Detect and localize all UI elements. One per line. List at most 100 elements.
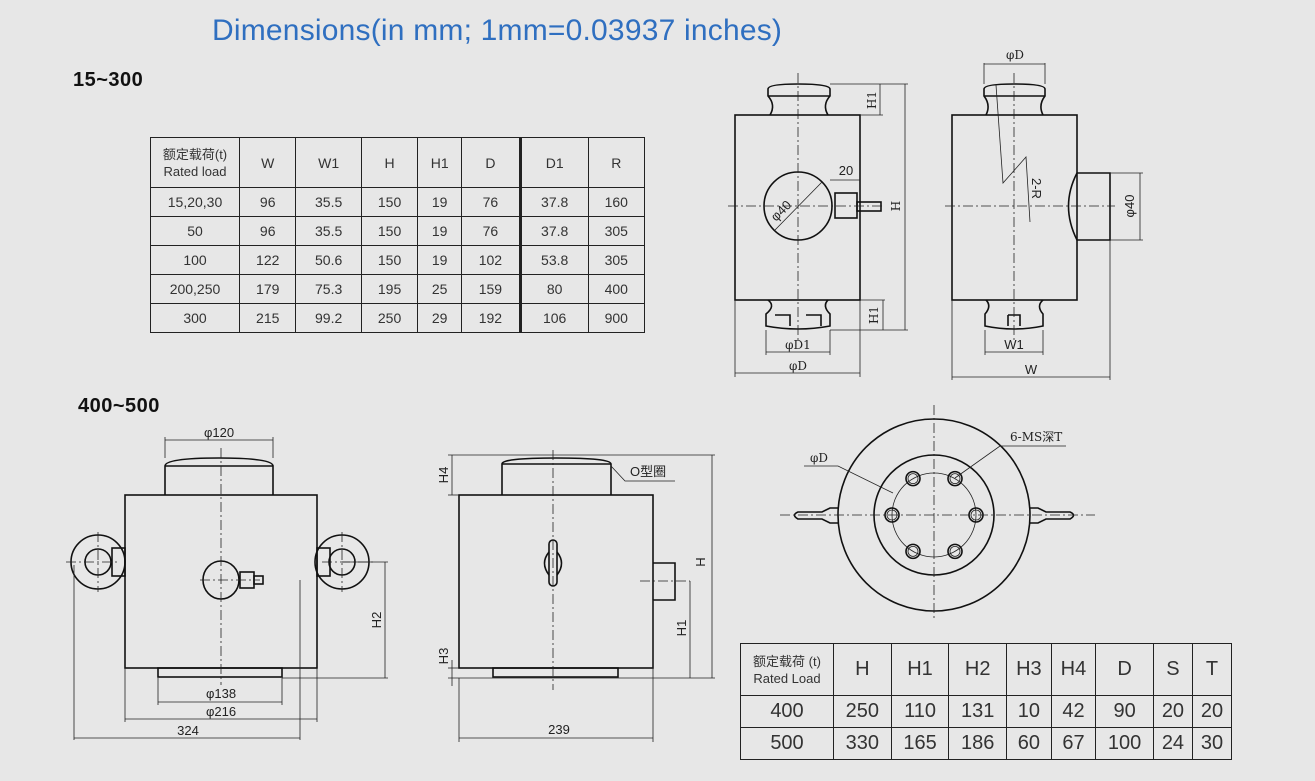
dim-239: 239: [548, 722, 570, 737]
label-holes: 6-MS深T: [1010, 430, 1062, 444]
dim-h: H: [693, 557, 708, 566]
dim-phi40: φ40: [768, 197, 795, 224]
bolt-hole: [905, 543, 921, 560]
dim-h1-bottom: H1: [867, 306, 881, 324]
value-cell: 90: [1095, 695, 1154, 728]
value-cell: 186: [948, 727, 1008, 760]
bolt-hole: [949, 473, 961, 485]
value-cell: 106: [518, 303, 589, 333]
value-cell: 35.5: [295, 187, 362, 217]
value-cell: 20: [1152, 695, 1193, 728]
dim-20: 20: [839, 163, 853, 178]
value-cell: 102: [461, 245, 521, 275]
front-view-400-500: φ120 φ138 φ216 324 H2: [66, 425, 388, 740]
dim-phi40: φ40: [1122, 195, 1137, 218]
header-cell: T: [1191, 643, 1233, 696]
rated-load-cell: 15,20,30: [150, 187, 240, 217]
dim-h1-top: H1: [865, 91, 879, 109]
header-cell: W: [238, 137, 297, 188]
label-phi-d: φD: [810, 451, 828, 465]
value-cell: 122: [238, 245, 297, 275]
value-cell: 96: [238, 216, 297, 246]
value-cell: 42: [1050, 695, 1097, 728]
value-cell: 50.6: [295, 245, 362, 275]
value-cell: 76: [461, 187, 521, 217]
dim-phi-d1: φD1: [785, 338, 811, 352]
dim-phi216: φ216: [206, 704, 236, 719]
dim-phi-d: φD: [1006, 48, 1024, 62]
header-en: Rated load: [163, 163, 227, 179]
rated-load-cell: 500: [740, 727, 834, 760]
section-heading-15-300: 15~300: [73, 69, 144, 91]
value-cell: 150: [360, 245, 419, 275]
dimensions-table-400-500: 额定载荷 (t)Rated Load H H1 H2 H3 H4 D S T 4…: [740, 643, 1233, 760]
dim-h1: H1: [674, 620, 689, 637]
table-header-row: 额定载荷(t)Rated load W W1 H H1 D D1 R: [150, 137, 646, 188]
header-cell: H1: [417, 137, 463, 188]
header-cell: H3: [1006, 643, 1052, 696]
body-outline: [458, 494, 654, 669]
value-cell: 19: [417, 187, 463, 217]
top-cap: [501, 457, 612, 495]
page-title: Dimensions(in mm; 1mm=0.03937 inches): [212, 14, 783, 47]
header-cell: H: [360, 137, 419, 188]
value-cell: 75.3: [295, 274, 362, 304]
header-cn: 额定载荷(t): [162, 146, 228, 162]
value-cell: 400: [587, 274, 646, 304]
dim-phi138: φ138: [206, 686, 236, 701]
bolt-hole: [949, 545, 961, 557]
value-cell: 30: [1191, 727, 1233, 760]
side-view-15-300: φD 2-R φ40 W1 W: [945, 48, 1143, 380]
rated-load-cell: 300: [150, 303, 240, 333]
bolt-hole: [947, 543, 963, 560]
value-cell: 10: [1006, 695, 1052, 728]
value-cell: 19: [417, 216, 463, 246]
body-outline: [734, 114, 861, 301]
section-heading-400-500: 400~500: [78, 395, 160, 417]
phi-d-leader: [804, 465, 894, 494]
header-cell: S: [1152, 643, 1193, 696]
top-cap: [983, 83, 1046, 116]
side-view-400-500: O型圈 H4 H3 H H1 239: [436, 450, 715, 742]
left-lug: [793, 507, 838, 524]
top-cap: [767, 83, 831, 116]
value-cell: 99.2: [295, 303, 362, 333]
value-cell: 330: [833, 727, 892, 760]
value-cell: 24: [1152, 727, 1193, 760]
dim-h: H: [889, 201, 903, 211]
bolt-hole: [905, 470, 921, 487]
value-cell: 150: [360, 216, 419, 246]
value-cell: 250: [833, 695, 892, 728]
dim-2r: 2-R: [1029, 178, 1044, 199]
bottom-plate: [157, 667, 283, 678]
dimensions-table-15-300: 额定载荷(t)Rated load W W1 H H1 D D1 R 15,20…: [150, 137, 646, 333]
dim-h2: H2: [369, 612, 384, 629]
value-cell: 110: [890, 695, 950, 728]
body-outline: [951, 114, 1078, 301]
value-cell: 250: [360, 303, 419, 333]
radius-leader: [995, 84, 1031, 223]
dim-324: 324: [177, 723, 199, 738]
value-cell: 215: [238, 303, 297, 333]
front-view-15-300: 20 φ40 H1 H1 H φD1 φD: [728, 73, 908, 377]
value-cell: 150: [360, 187, 419, 217]
side-boss: [1067, 172, 1111, 241]
rated-load-cell: 100: [150, 245, 240, 275]
top-cap: [164, 457, 274, 495]
value-cell: 159: [461, 274, 521, 304]
header-cell: H: [833, 643, 892, 696]
header-cell: H2: [948, 643, 1008, 696]
dim-w: W: [1025, 362, 1038, 377]
value-cell: 29: [417, 303, 463, 333]
dim-h4: H4: [436, 467, 451, 484]
value-cell: 900: [587, 303, 646, 333]
header-cell: R: [587, 137, 646, 188]
value-cell: 305: [587, 245, 646, 275]
dim-phi120: φ120: [204, 425, 234, 440]
